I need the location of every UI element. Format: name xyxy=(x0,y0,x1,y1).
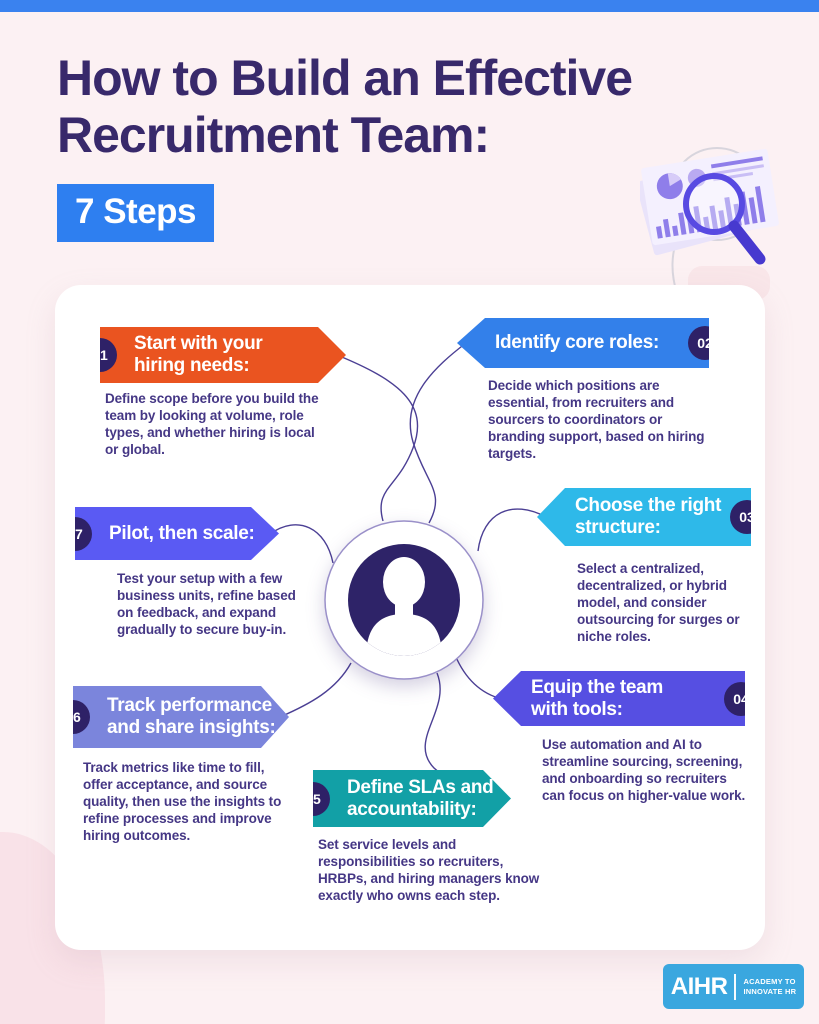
step-6-banner: 06 Track performance and share insights: xyxy=(73,686,289,748)
aihr-logo-tagline: ACADEMY TO INNOVATE HR xyxy=(743,977,797,996)
step-4-description: Use automation and AI to streamline sour… xyxy=(542,737,746,803)
top-accent-bar xyxy=(0,0,819,12)
step-1-description: Define scope before you build the team b… xyxy=(105,391,319,457)
step-2-title: Identify core roles: xyxy=(495,332,659,353)
step-3-number-badge: 03 xyxy=(730,500,751,534)
step-2-banner: Identify core roles: 02 xyxy=(457,318,709,368)
charts-magnifier-illustration xyxy=(640,147,779,295)
step-3-description: Select a centralized, decentralized, or … xyxy=(577,561,740,644)
step-1-title: Start with your hiring needs: xyxy=(134,333,263,376)
magnifier-handle-icon xyxy=(728,220,766,265)
step-6-title: Track performance and share insights: xyxy=(107,695,276,738)
steps-count-badge: 7 Steps xyxy=(57,184,214,242)
step-5-banner: 05 Define SLAs and accountability: xyxy=(313,770,511,827)
step-2-description: Decide which positions are essential, fr… xyxy=(488,378,705,461)
step-1-banner: 01 Start with your hiring needs: xyxy=(100,327,346,383)
step-4-number-badge: 04 xyxy=(724,681,745,716)
step-2-number-badge: 02 xyxy=(688,326,709,360)
step-4-banner: Equip the team with tools: 04 xyxy=(493,671,745,726)
person-silhouette-icon xyxy=(366,557,442,656)
step-3-banner: Choose the right structure: 03 xyxy=(537,488,751,546)
step-7-description: Test your setup with a few business unit… xyxy=(117,571,296,637)
step-7-banner: 07 Pilot, then scale: xyxy=(75,507,279,560)
step-3-title: Choose the right structure: xyxy=(575,495,722,538)
magnifier-lens-icon xyxy=(683,173,745,235)
aihr-logo-divider xyxy=(734,973,737,1000)
step-6-description: Track metrics like time to fill, offer a… xyxy=(83,760,282,843)
page-title: How to Build an Effective Recruitment Te… xyxy=(57,50,633,163)
aihr-logo-brand: AIHR xyxy=(670,972,728,1000)
step-5-title: Define SLAs and accountability: xyxy=(347,776,494,820)
step-4-title: Equip the team with tools: xyxy=(531,676,663,720)
step-5-description: Set service levels and responsibilities … xyxy=(318,837,540,903)
step-7-title: Pilot, then scale: xyxy=(109,522,255,544)
center-avatar xyxy=(324,520,484,680)
aihr-logo: AIHR ACADEMY TO INNOVATE HR xyxy=(663,964,804,1009)
